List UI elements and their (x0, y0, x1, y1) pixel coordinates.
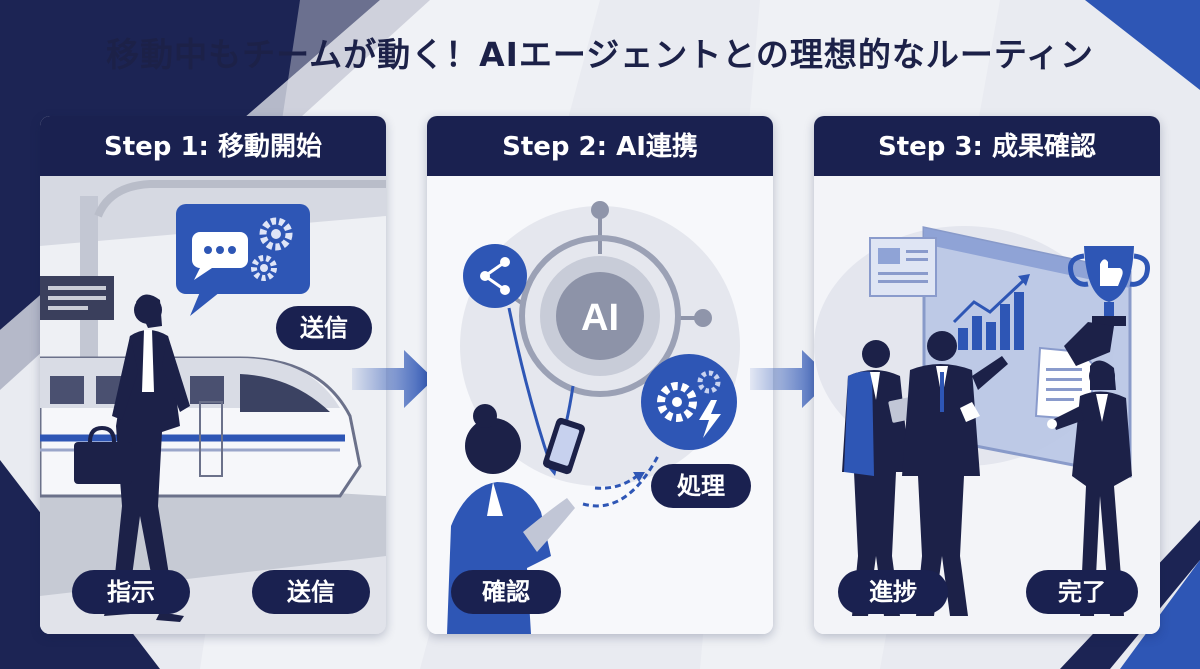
ai-hub-icon: AI (519, 235, 681, 397)
step-2-tag-confirm: 確認 (451, 570, 561, 614)
smartphone-icon (543, 417, 585, 475)
briefcase-icon (74, 425, 132, 484)
gear-icon (251, 217, 293, 281)
share-icon (463, 244, 527, 308)
team-icon (842, 331, 1132, 616)
step-2-tag-process: 処理 (651, 464, 751, 508)
thumbs-up-icon (1100, 259, 1123, 286)
step-1-tag-instruct: 指示 (72, 570, 190, 614)
step-1-header: Step 1: 移動開始 (40, 116, 386, 176)
step-3-panel: Step 3: 成果確認 (814, 116, 1160, 634)
flow-arrow-2 (750, 350, 832, 408)
step-2-illustration: AI (427, 176, 773, 634)
step-1-panel: Step 1: 移動開始 (40, 116, 386, 634)
page-title: 移動中もチームが動く！AIエージェントとの理想的なルーティン (106, 35, 1094, 74)
step-2-panel: Step 2: AI連携 AI (427, 116, 773, 634)
step-1-tag-send-bottom: 送信 (252, 570, 370, 614)
flow-arrow-1 (352, 350, 434, 408)
step-1-tag-send: 送信 (276, 306, 372, 350)
walking-person-icon (104, 294, 190, 622)
step-3-header: Step 3: 成果確認 (814, 116, 1160, 176)
bar-chart-icon (952, 274, 1030, 350)
step-1-illustration (40, 176, 386, 634)
step-3-illustration (814, 176, 1160, 634)
step-3-tag-progress: 進捗 (838, 570, 948, 614)
step-2-header: Step 2: AI連携 (427, 116, 773, 176)
station-sign-icon (40, 276, 114, 320)
gear-bolt-icon (641, 354, 737, 450)
step-3-tag-complete: 完了 (1026, 570, 1138, 614)
ai-hub-label: AI (581, 297, 619, 339)
